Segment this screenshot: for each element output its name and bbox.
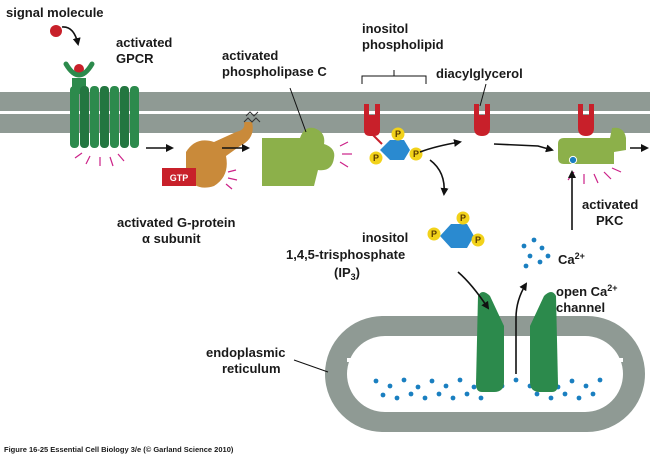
gprotein-activation-marks — [225, 169, 238, 190]
label-open-channel-line1: open Ca2+ — [556, 283, 618, 299]
arrow-to-ip3 — [429, 159, 449, 196]
phosphate-label: P — [413, 149, 419, 159]
label-calcium: Ca2+ — [558, 251, 585, 267]
label-er-line1: endoplasmic — [206, 345, 285, 360]
figure-caption: Figure 16-25 Essential Cell Biology 3/e … — [4, 445, 234, 454]
inositol-phospholipid-bracket — [361, 70, 427, 84]
label-pkc-line2: PKC — [596, 213, 624, 228]
label-gpcr-line2: GPCR — [116, 51, 154, 66]
label-signal-molecule: signal molecule — [6, 5, 104, 20]
gtp-badge: GTP — [162, 168, 196, 186]
pkc-enzyme — [558, 104, 626, 165]
pkc-activation-marks — [567, 167, 622, 184]
label-inositol-phospholipid-line2: phospholipid — [362, 37, 444, 52]
phosphate-label: P — [431, 229, 437, 239]
phospholipase-c — [262, 127, 335, 186]
released-calcium-ions — [521, 237, 551, 269]
label-diacylglycerol: diacylglycerol — [436, 66, 523, 81]
arrow-to-diacylglycerol — [419, 139, 462, 153]
label-open-channel-line2: channel — [556, 300, 605, 315]
open-calcium-channel — [476, 292, 558, 392]
label-plc-line1: activated — [222, 48, 278, 63]
label-gprotein-line2: α subunit — [142, 231, 201, 246]
label-gpcr-line1: activated — [116, 35, 172, 50]
plc-label-pointer — [289, 87, 307, 133]
ip3-molecule: P P P — [427, 211, 485, 248]
label-pkc-line1: activated — [582, 197, 638, 212]
phosphate-label: P — [373, 153, 379, 163]
gpcr-activation-marks — [74, 152, 125, 167]
label-plc-line2: phospholipase C — [222, 64, 327, 79]
gtp-label: GTP — [170, 173, 189, 183]
arrow-ip3-to-channel — [457, 271, 490, 310]
label-er-line2: reticulum — [222, 361, 281, 376]
label-gprotein-line1: activated G-protein — [117, 215, 236, 230]
label-ip3-line2: 1,4,5-trisphosphate — [286, 247, 405, 262]
signal-molecule — [50, 25, 81, 46]
er-label-pointer — [293, 359, 329, 373]
label-inositol-phospholipid-line1: inositol — [362, 21, 408, 36]
phosphate-label: P — [460, 213, 466, 223]
gpcr-receptor — [63, 61, 139, 148]
plc-activation-marks — [339, 141, 352, 168]
phosphate-label: P — [475, 235, 481, 245]
arrow-dag-to-pkc — [493, 143, 554, 153]
diacylglycerol — [474, 83, 490, 136]
label-ip3-line3: (IP3) — [334, 265, 360, 282]
gprotein-alpha-subunit — [186, 111, 261, 188]
arrow-calcium-release — [515, 282, 528, 374]
label-ip3-line1: inositol — [362, 230, 408, 245]
inositol-phospholipid: P P P — [364, 104, 423, 165]
phosphate-label: P — [395, 129, 401, 139]
